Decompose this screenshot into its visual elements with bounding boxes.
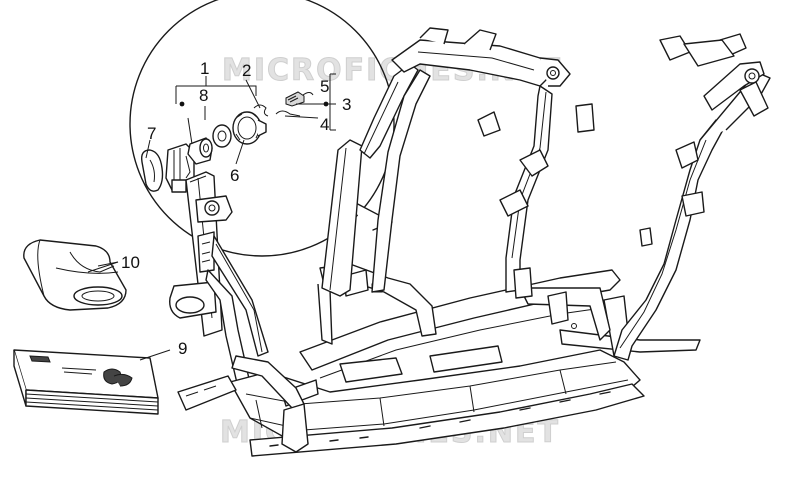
callout-numbers: 1 2 3 4 5 6 7 8 9 10 xyxy=(121,59,351,358)
key-5 xyxy=(285,91,314,107)
leader-9 xyxy=(139,349,171,361)
callout-7: 7 xyxy=(147,124,156,143)
lock-ring-6 xyxy=(232,111,267,145)
callout-4: 4 xyxy=(320,115,329,134)
owners-manual-9 xyxy=(13,349,159,415)
washer-8 xyxy=(212,124,232,148)
lock-clamp-7 xyxy=(140,149,164,192)
leader-10 xyxy=(97,261,119,267)
spring-2 xyxy=(253,104,269,117)
lock-cylinder-8 xyxy=(187,137,213,165)
callout-10: 10 xyxy=(121,253,140,272)
callout-2: 2 xyxy=(242,61,251,80)
tool-pouch-10 xyxy=(23,239,127,311)
callout-1: 1 xyxy=(200,59,209,78)
pin-4 xyxy=(275,110,301,117)
callout-6: 6 xyxy=(230,166,239,185)
lock-body xyxy=(165,143,195,193)
scooter-frame xyxy=(169,27,771,457)
callout-3: 3 xyxy=(342,95,351,114)
callout-leaders xyxy=(145,73,336,165)
callout-9: 9 xyxy=(178,339,187,358)
callout-8: 8 xyxy=(199,86,208,105)
callout-5: 5 xyxy=(320,77,329,96)
